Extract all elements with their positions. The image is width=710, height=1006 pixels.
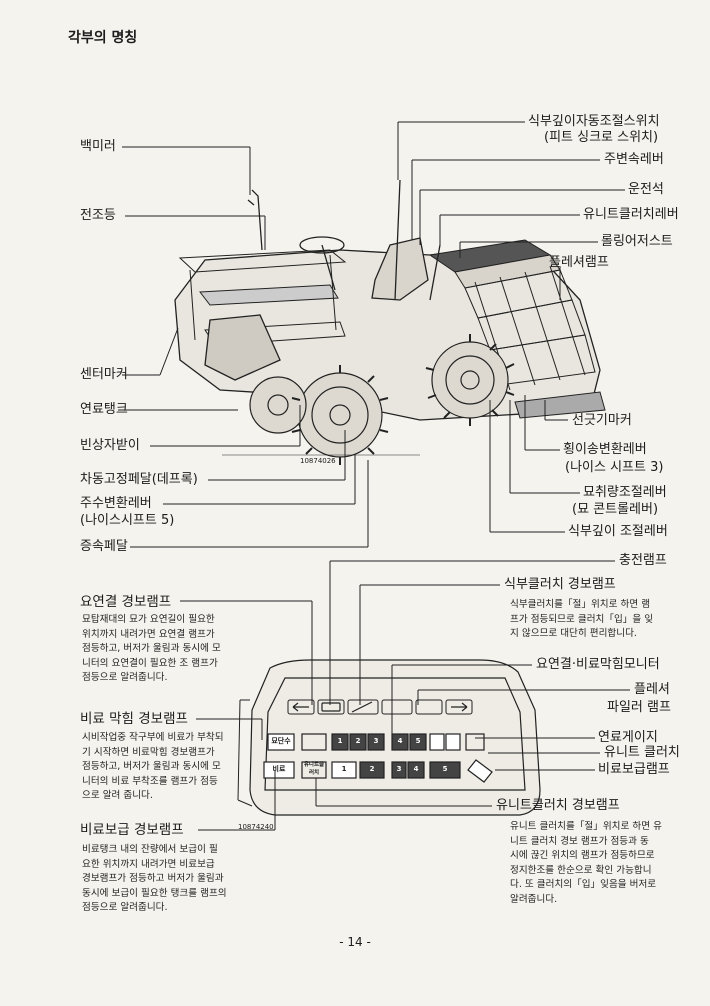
panel-figure-code: 10874240	[238, 823, 274, 831]
label-monitor: 요연결·비료막힘모니터	[536, 657, 660, 672]
section-title-clog-alarm: 비료 막힘 경보램프	[80, 711, 188, 727]
section-header: 각부의 명칭	[68, 30, 138, 46]
label-fuel-tank: 연료탱크	[80, 402, 128, 417]
label-planting-depth-lever: 식부깊이 조절레버	[568, 524, 668, 539]
label-fit-synchro-switch: (피트 싱크로 스위치)	[544, 130, 659, 145]
label-lateral-feed-lever: 횡이송변환레버	[563, 442, 647, 457]
label-line-marker: 선긋기마커	[572, 413, 632, 428]
label-accel-pedal: 증속페달	[80, 539, 128, 554]
label-depth-auto-switch: 식부깊이자동조절스위치	[528, 114, 660, 129]
label-seedling-control-lever: (묘 콘트롤레버)	[572, 502, 659, 517]
label-flasher: 플레셔	[634, 682, 670, 697]
note-planting-clutch: 식부클러치를「절」위치로 하면 램 프가 점등되므로 클러치「입」을 잊 지 않…	[510, 599, 654, 640]
key-top-4[interactable]: 4	[397, 737, 403, 745]
label-planting-clutch-alarm: 식부클러치 경보램프	[504, 577, 616, 592]
label-empty-box-holder: 빈상자받이	[80, 438, 140, 453]
label-flasher-lamp: 플레셔램프	[549, 255, 609, 270]
label-rolling-adjust: 롤링어저스트	[601, 234, 673, 249]
label-diff-lock-pedal: 차동고정페달(데프록)	[80, 472, 198, 487]
label-unit-clutch-alarm: 유니트클러치 경보램프	[496, 798, 620, 813]
label-rear-mirror: 백미러	[80, 139, 116, 154]
label-center-marker: 센터마커	[80, 367, 128, 382]
label-seedling-amount-lever: 묘취량조절레버	[583, 485, 667, 500]
key-bottom-3[interactable]: 3	[396, 765, 402, 773]
key-bottom-5[interactable]: 5	[442, 765, 448, 773]
section-title-link-alarm: 요연결 경보램프	[80, 594, 172, 610]
label-unit-clutch: 유니트 클러치	[604, 745, 680, 760]
key-bottom-2[interactable]: 2	[369, 765, 375, 773]
key-bottom-4[interactable]: 4	[413, 765, 419, 773]
key-dansu[interactable]: 묘단수	[271, 737, 291, 745]
note-unit-clutch: 유니트 클러치를「절」위치로 하면 유 니트 클러치 경보 램프가 점등과 동 …	[510, 821, 662, 905]
page-number: - 14 -	[339, 935, 371, 949]
key-top-1[interactable]: 1	[337, 737, 343, 745]
section-text-link-alarm: 묘탑재대의 묘가 요연길이 필요한 위치까지 내려가면 요연결 램프가 점등하고…	[82, 614, 221, 684]
label-fertilizer-lamp: 비료보급램프	[598, 762, 670, 777]
key-unit-clutch[interactable]: 유니트클러치	[303, 762, 325, 776]
label-pilot-lamp: 파일러 램프	[607, 700, 671, 715]
label-headlight: 전조등	[80, 208, 116, 223]
label-nice-shift-5: (나이스시프트 5)	[80, 513, 175, 528]
label-nice-shift-3: (나이스 시프트 3)	[565, 460, 664, 475]
section-title-refill-alarm: 비료보급 경보램프	[80, 822, 184, 838]
label-main-shift-lever: 주수변환레버	[80, 496, 152, 511]
key-top-2[interactable]: 2	[355, 737, 361, 745]
key-bottom-1[interactable]: 1	[341, 765, 347, 773]
label-charge-lamp: 충전램프	[619, 553, 667, 568]
key-top-3[interactable]: 3	[373, 737, 379, 745]
key-top-5[interactable]: 5	[415, 737, 421, 745]
section-text-refill-alarm: 비료탱크 내의 잔량에서 보급이 필 요한 위치까지 내려가면 비료보급 경보램…	[82, 844, 227, 914]
label-driver-seat: 운전석	[628, 182, 664, 197]
key-fertilizer[interactable]: 비료	[272, 765, 286, 773]
figure-code: 10874026	[300, 457, 336, 465]
section-text-clog-alarm: 시비작업중 작구부에 비료가 부착되 기 시작하면 비료막힘 경보램프가 점등하…	[82, 732, 224, 802]
label-fuel-gauge: 연료게이지	[598, 730, 658, 745]
label-main-gear-lever: 주변속레버	[604, 152, 664, 167]
label-unit-clutch-lever: 유니트클러치레버	[583, 207, 679, 222]
